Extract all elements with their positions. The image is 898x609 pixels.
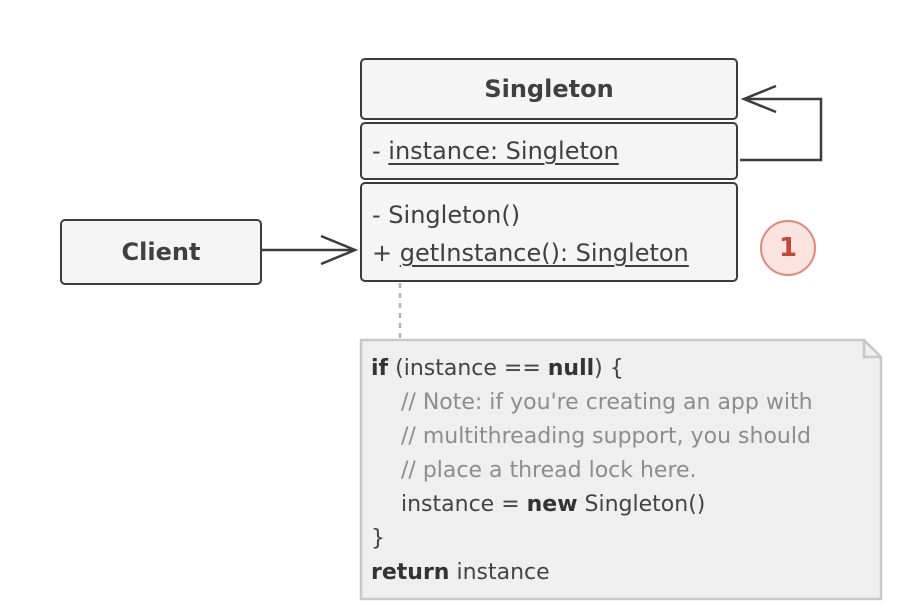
self-association-line bbox=[740, 97, 823, 162]
note-return-line: return instance bbox=[371, 556, 871, 590]
keyword-if: if bbox=[371, 356, 389, 381]
client-to-singleton-arrowhead bbox=[320, 234, 359, 266]
keyword-return: return bbox=[371, 560, 450, 585]
note-comment-line-2: // multithreading support, you should bbox=[401, 424, 811, 449]
code-text: instance bbox=[449, 560, 550, 585]
get-instance-method: + getInstance(): Singleton bbox=[372, 234, 736, 272]
constructor-signature: Singleton() bbox=[388, 201, 521, 229]
get-instance-signature: getInstance(): Singleton bbox=[399, 239, 689, 267]
note-comment-line-1: // Note: if you're creating an app with bbox=[401, 390, 813, 415]
field-visibility: - bbox=[372, 137, 389, 165]
singleton-class-name: Singleton bbox=[360, 58, 738, 120]
keyword-new: new bbox=[526, 492, 578, 517]
code-text: ) { bbox=[594, 356, 624, 381]
note-close-brace: } bbox=[371, 526, 385, 551]
note-fold bbox=[862, 340, 881, 359]
method-visibility: + bbox=[372, 239, 400, 267]
step-marker-badge: 1 bbox=[760, 220, 816, 276]
note-assign-line: instance = new Singleton() bbox=[371, 488, 871, 522]
singleton-class: Singleton - instance: Singleton - Single… bbox=[360, 58, 738, 282]
note-if-line: if (instance == null) { bbox=[371, 352, 871, 386]
method-visibility: - bbox=[372, 201, 389, 229]
instance-field: instance: Singleton bbox=[388, 137, 619, 165]
client-class: Client bbox=[60, 219, 262, 285]
constructor-method: - Singleton() bbox=[372, 196, 736, 234]
note-shape bbox=[359, 338, 883, 601]
code-text: instance = bbox=[401, 492, 527, 517]
code-note: if (instance == null) { // Note: if you'… bbox=[371, 352, 871, 590]
code-text: Singleton() bbox=[577, 492, 706, 517]
code-text: (instance == bbox=[388, 356, 548, 381]
keyword-null: null bbox=[547, 356, 595, 381]
note-comment-line-3: // place a thread lock here. bbox=[401, 458, 697, 483]
singleton-fields: - instance: Singleton bbox=[360, 122, 738, 180]
self-association-arrowhead bbox=[740, 84, 777, 114]
singleton-methods: - Singleton() + getInstance(): Singleton bbox=[360, 182, 738, 282]
